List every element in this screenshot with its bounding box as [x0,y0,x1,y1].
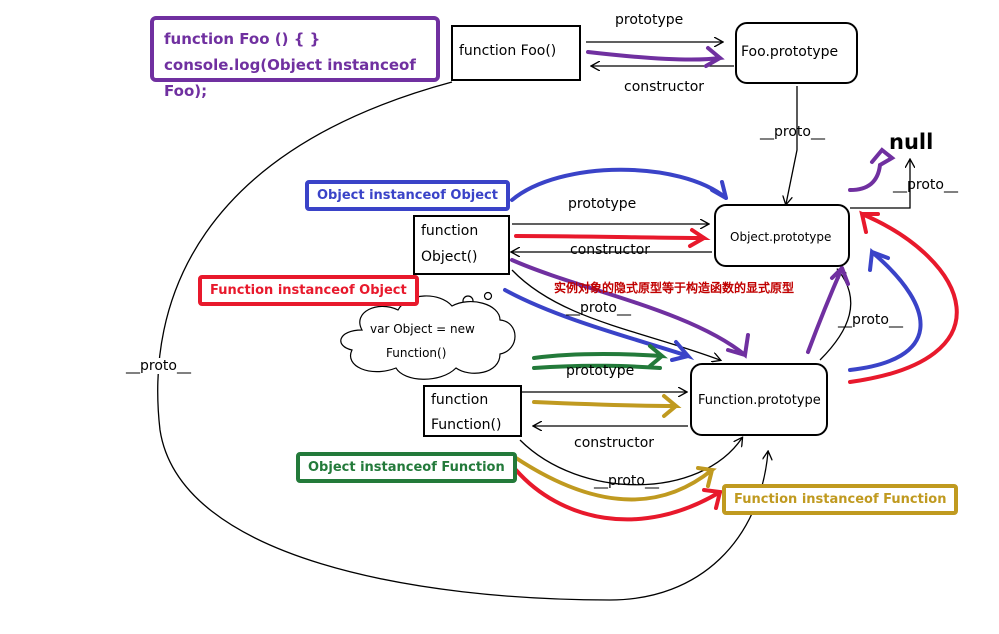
blue-arrow-object-prototype [510,167,728,202]
node-function-foo-label: function Foo() [459,43,557,59]
tag-object-instanceof-function: Object instanceof Function [296,452,517,483]
blue-arrow-fnproto-objproto [848,248,923,372]
purple-arrow-fnproto-objproto [806,266,850,354]
edge-label-prototype-function: prototype [566,363,635,379]
purple-arrow-note [510,258,750,359]
gold-arrow-function-proto [514,456,717,502]
edge-label-proto-null: __proto__ [893,177,958,193]
cloud-line-2: Function() [386,346,447,360]
purple-strokes [510,46,896,359]
node-null: null [889,130,934,154]
green-arrow-function-prototype-2 [532,363,662,370]
edge-label-proto-foo: __proto__ [760,124,825,140]
red-arrow-fnproto-objproto [848,210,959,384]
cloud-line-1: var Object = new [370,322,475,336]
edge-label-constructor-object: constructor [570,242,651,258]
tag-object-instanceof-object: Object instanceof Object [305,180,510,211]
red-arrow-object-prototype [514,228,711,248]
arrow-function-proto [519,438,742,486]
node-foo-prototype-label: Foo.prototype [741,44,839,60]
edge-label-proto-fnproto: __proto__ [838,312,903,328]
tag-function-instanceof-function: Function instanceof Function [722,484,959,515]
arrow-objproto-null [850,160,910,209]
node-function-object: function Object() [413,215,510,275]
note-chinese: 实例对象的隐式原型等于构造函数的显式原型 [554,281,795,295]
arrow-object-proto [511,269,720,360]
edge-label-constructor-top: constructor [624,79,705,95]
red-arrow-function-proto [514,468,727,522]
code-line-2: console.log(Object instanceof Foo); [164,56,416,100]
green-strokes [532,344,668,370]
blue-arrow-object-proto [503,288,695,362]
black-arrows [157,42,910,601]
code-line-1: function Foo () { } [164,30,321,48]
node-foo-prototype: Foo.prototype [735,22,858,84]
purple-arrow-foo-prototype [586,46,725,68]
node-object-prototype: Object.prototype [714,204,850,267]
edge-label-proto-left: __proto__ [124,358,193,374]
node-function-function-line2: Function() [431,417,502,433]
tag-function-instanceof-object: Function instanceof Object [198,275,419,306]
edge-label-constructor-function: constructor [574,435,655,451]
purple-arrow-null [848,147,896,192]
red-strokes [514,210,959,522]
arrow-foo-proto-left [157,81,768,601]
node-function-object-line2: Object() [421,249,478,265]
node-function-foo: function Foo() [451,25,581,81]
edge-label-prototype-object: prototype [568,196,637,212]
node-function-prototype-label: Function.prototype [698,393,821,408]
node-function-function-line1: function [431,392,489,408]
edge-label-proto-object: __proto__ [566,300,631,316]
edge-label-proto-function: __proto__ [594,473,659,489]
node-function-prototype: Function.prototype [690,363,828,436]
node-function-object-line1: function [421,223,479,239]
node-function-function: function Function() [423,385,522,437]
code-box: function Foo () { } console.log(Object i… [150,16,440,100]
node-object-prototype-label: Object.prototype [730,230,832,244]
gold-strokes [514,394,717,502]
edge-label-prototype-top: prototype [615,12,684,28]
gold-arrow-function-prototype [532,394,682,418]
green-arrow-function-prototype [532,344,668,368]
arrow-fooproto-objproto [786,86,798,204]
blue-strokes [503,167,923,372]
